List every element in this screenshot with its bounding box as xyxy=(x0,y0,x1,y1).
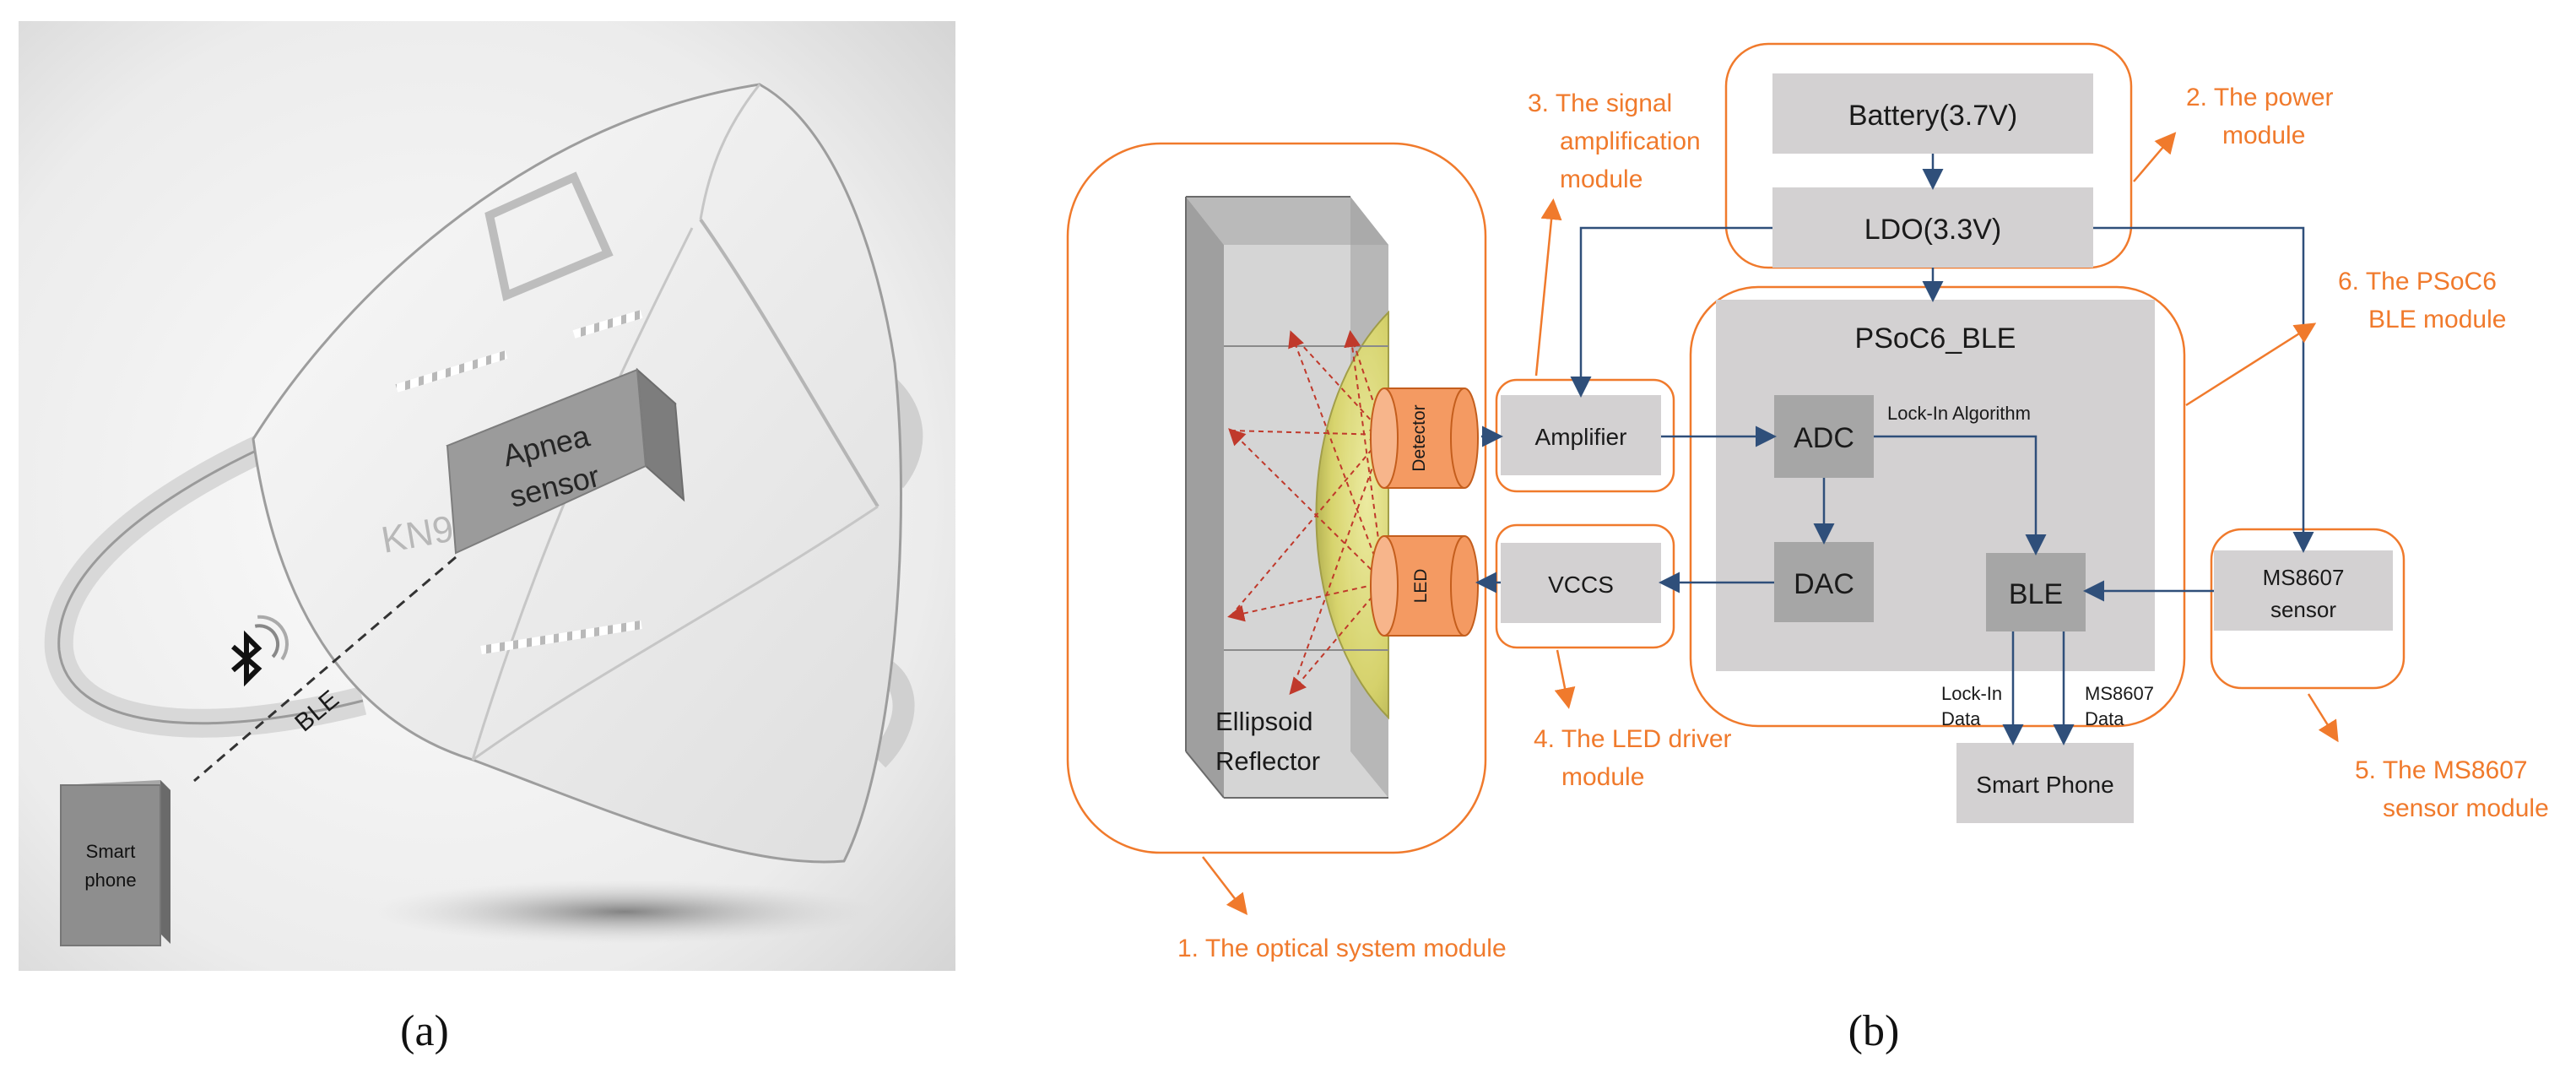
lockin-data-label-line1: Lock-In xyxy=(1941,683,2002,704)
signal-arrows xyxy=(1475,154,2314,745)
ble-label: BLE xyxy=(2009,578,2063,610)
smartphone-label-line1: Smart xyxy=(86,841,136,862)
pointer-psoc xyxy=(2185,322,2317,407)
ble-block xyxy=(1986,553,2086,631)
pointer-power xyxy=(2133,132,2177,182)
arrow-ldo-amplifier xyxy=(1570,226,1772,398)
ldo-label: LDO(3.3V) xyxy=(1864,214,2002,246)
ms8607-module-outline xyxy=(2210,528,2406,690)
dac-block xyxy=(1774,542,1874,622)
arrow-adc-ble xyxy=(1874,435,2047,555)
vccs-label: VCCS xyxy=(1548,572,1614,598)
amplifier-block xyxy=(1501,395,1661,475)
ellipsoid-dome xyxy=(1315,310,1389,720)
panel-b: Ellipsoid Reflector Detector LED Battery… xyxy=(1066,42,2549,1055)
arrow-ldo-ms8607 xyxy=(2093,226,2314,553)
mask-fold xyxy=(699,218,879,508)
smartphone-label-line2: phone xyxy=(84,870,136,891)
mask-stitching xyxy=(572,310,643,339)
module-3-label-line1: 3. The signal xyxy=(1528,89,1672,117)
pointer-amplification xyxy=(1534,198,1562,377)
module-pointers xyxy=(1202,132,2339,915)
module-1-label: 1. The optical system module xyxy=(1177,935,1507,962)
module-6-label-line1: 6. The PSoC6 xyxy=(2338,268,2497,295)
module-3-label-line2: amplification xyxy=(1560,127,1701,155)
led-label: LED xyxy=(1411,569,1431,604)
optical-module-outline xyxy=(1066,142,1487,854)
battery-label: Battery(3.7V) xyxy=(1848,100,2017,132)
apnea-sensor: Apnea sensor xyxy=(446,367,685,555)
bluetooth-icon xyxy=(231,615,289,687)
caption-a: (a) xyxy=(400,1007,449,1055)
lockin-data-label-line2: Data xyxy=(1941,708,1981,729)
mask-stitching xyxy=(480,620,642,654)
mask-fold xyxy=(472,505,879,761)
module-5-label-line2: sensor module xyxy=(2383,794,2549,822)
dac-label: DAC xyxy=(1794,568,1854,600)
smartphone: Smart phone xyxy=(60,780,170,946)
mask-shadow xyxy=(371,880,878,944)
module-4-label-line1: 4. The LED driver xyxy=(1534,725,1732,753)
pointer-ms8607 xyxy=(2307,693,2339,743)
panel-a: KN95 Apnea sensor BLE Smart phone (a) xyxy=(19,21,955,1055)
caption-b: (b) xyxy=(1848,1007,1900,1055)
amplifier-label: Amplifier xyxy=(1535,424,1627,450)
psoc-title: PSoC6_BLE xyxy=(1855,322,2016,355)
ms8607-label-line2: sensor xyxy=(2270,597,2336,622)
vccs-block xyxy=(1501,543,1661,623)
ellipsoid-reflector: Ellipsoid Reflector xyxy=(1185,196,1389,799)
lockin-algorithm-label: Lock-In Algorithm xyxy=(1887,403,2031,424)
smartphone-block-label: Smart Phone xyxy=(1976,772,2113,798)
module-3-label-line3: module xyxy=(1560,165,1642,193)
ms8607-data-label-line1: MS8607 xyxy=(2085,683,2154,704)
module-4-label-line2: module xyxy=(1561,763,1644,791)
ms8607-label-line1: MS8607 xyxy=(2263,565,2345,590)
pointer-optical xyxy=(1202,856,1248,915)
module-5-label-line1: 5. The MS8607 xyxy=(2355,756,2528,784)
adc-block xyxy=(1774,395,1874,478)
adc-label: ADC xyxy=(1794,422,1854,454)
detector: Detector xyxy=(1370,387,1479,489)
smartphone-block xyxy=(1956,743,2134,823)
module-2-label-line2: module xyxy=(2222,122,2305,149)
detector-label: Detector xyxy=(1410,404,1429,471)
mask-stitching xyxy=(395,350,508,393)
reflector-label-line2: Reflector xyxy=(1215,746,1320,776)
ldo-block xyxy=(1772,187,2093,268)
reflector-label-line1: Ellipsoid xyxy=(1215,707,1312,736)
ms8607-data-label-line2: Data xyxy=(2085,708,2124,729)
ble-link-line xyxy=(193,555,457,783)
module-6-label-line2: BLE module xyxy=(2368,306,2506,333)
pointer-led-driver xyxy=(1554,649,1576,709)
mask-fold xyxy=(699,84,761,220)
module-2-label-line1: 2. The power xyxy=(2186,84,2334,111)
module-labels: 1. The optical system module 2. The powe… xyxy=(1177,84,2549,962)
mask-stitching xyxy=(484,171,614,301)
battery-block xyxy=(1772,73,2093,154)
ms8607-block xyxy=(2214,550,2393,631)
led: LED xyxy=(1370,535,1479,637)
